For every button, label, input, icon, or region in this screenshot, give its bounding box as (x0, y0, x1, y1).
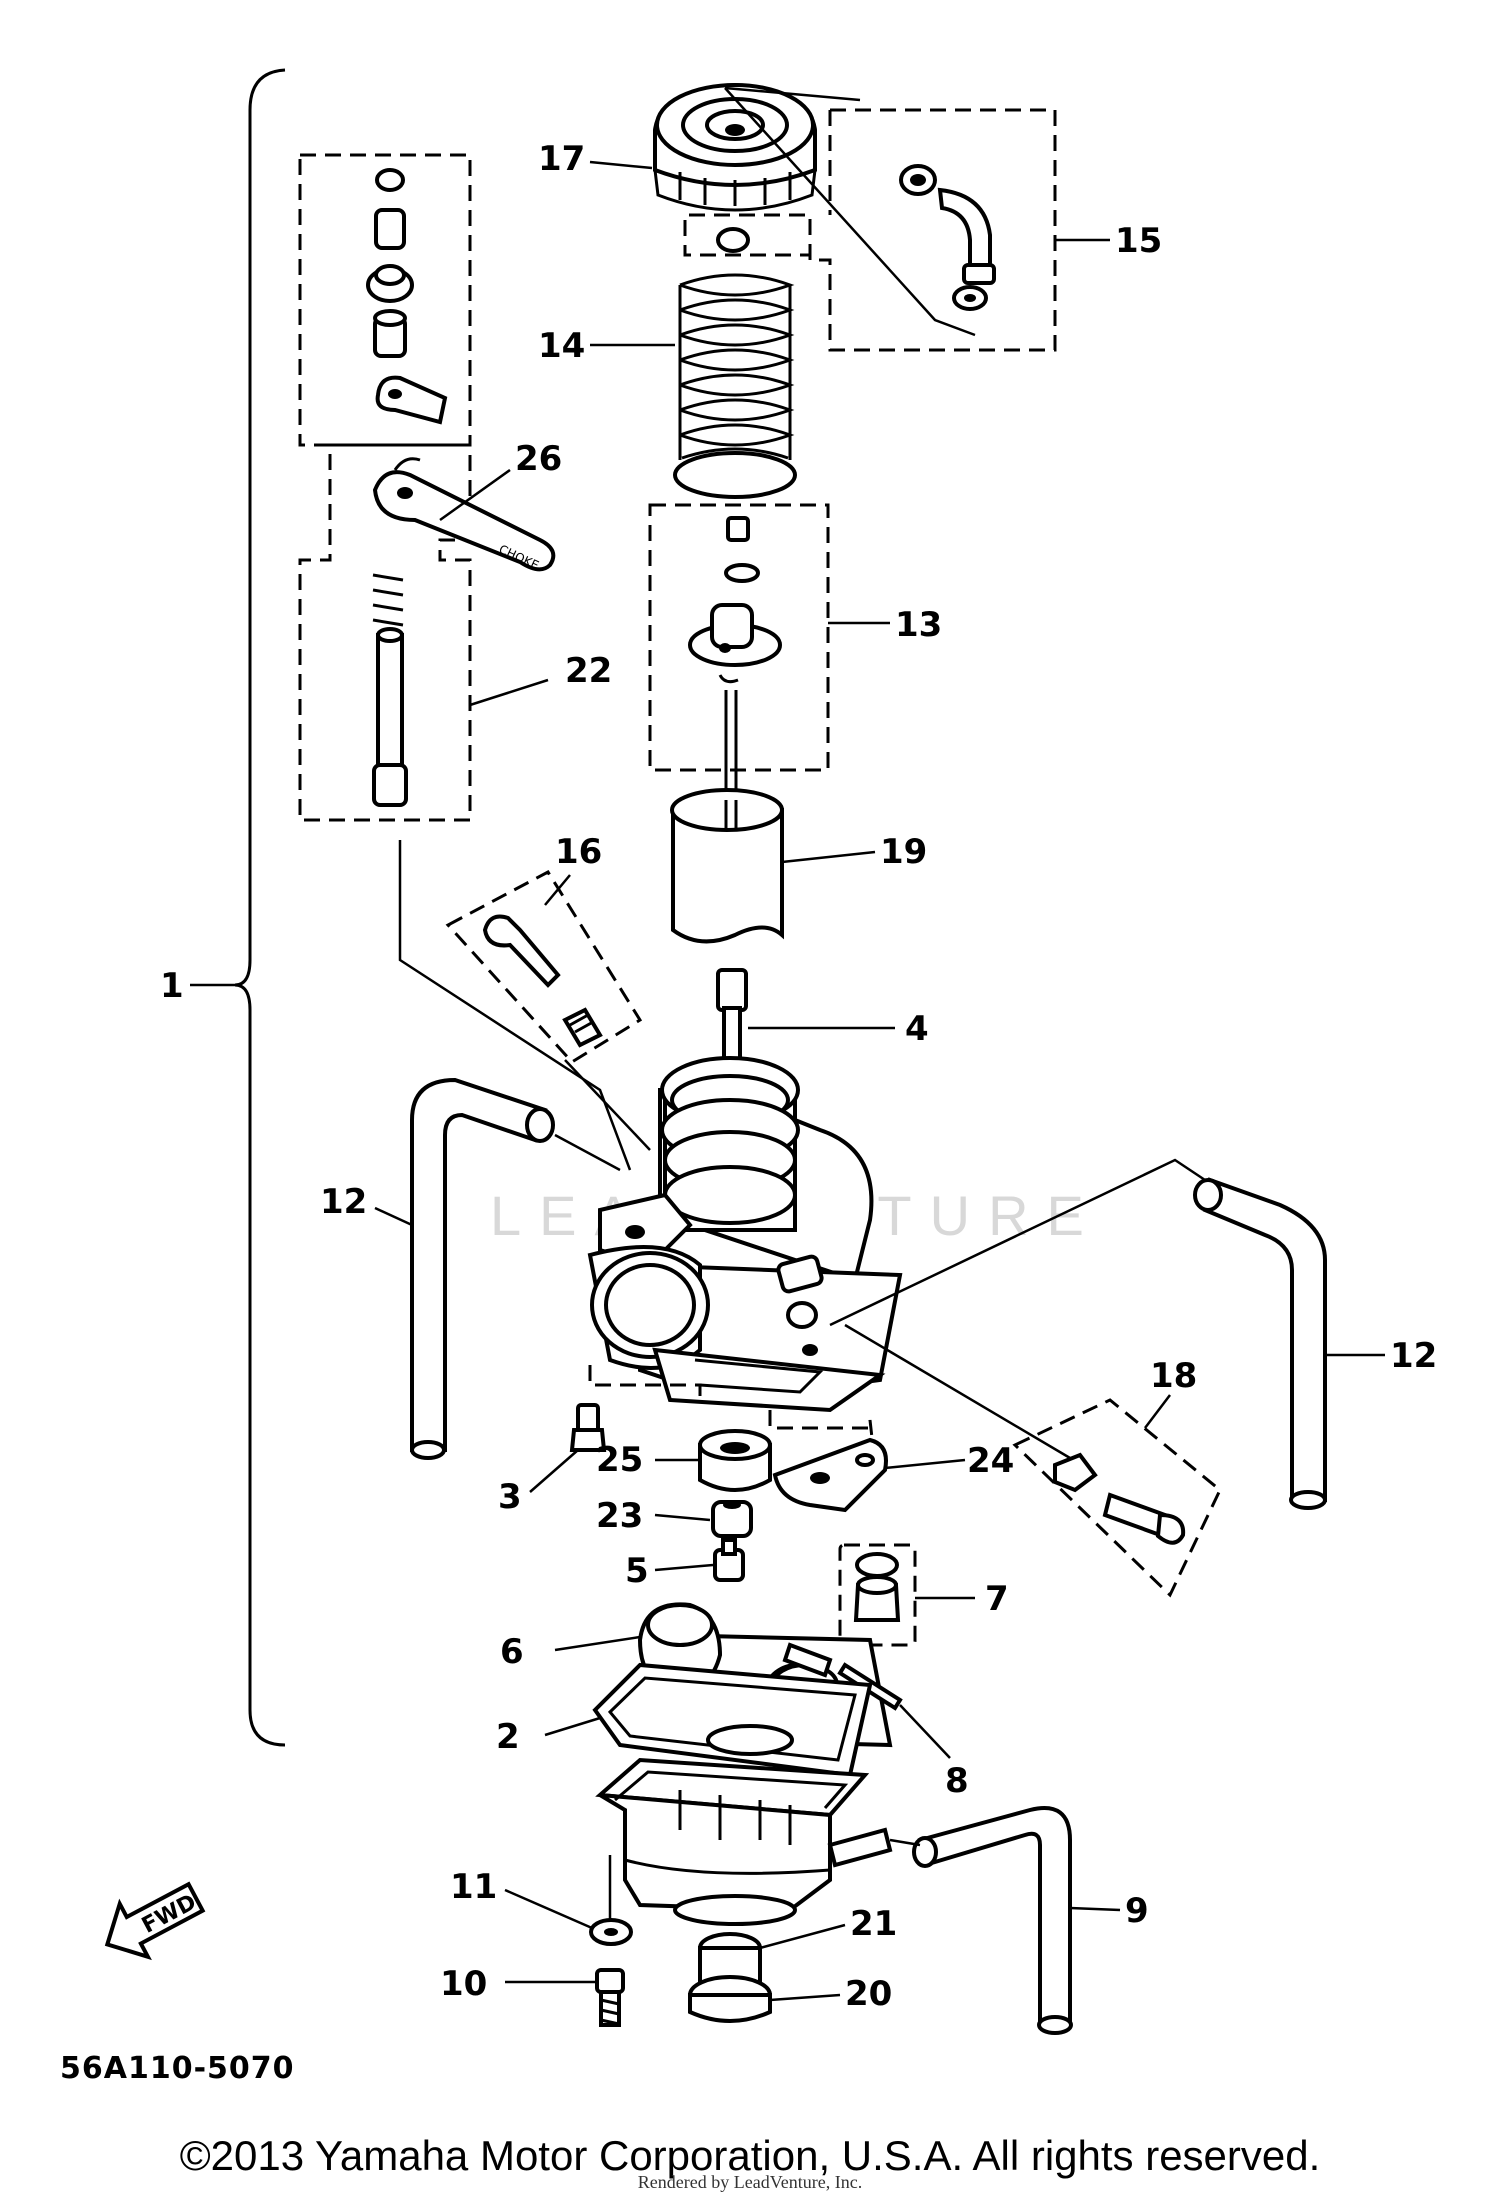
leader-path-plunger (398, 840, 632, 1171)
callout-13: 13 (895, 605, 942, 645)
starter-plunger-cap-part (366, 168, 448, 425)
leader-12-left (374, 1206, 413, 1227)
callout-11: 11 (450, 1867, 497, 1907)
needle-valve-7-part (853, 1552, 901, 1622)
washer-11-part (589, 1918, 633, 1946)
callout-22: 22 (565, 651, 612, 691)
group-box-7 (838, 1543, 917, 1647)
float-bowl-part (595, 1757, 893, 1926)
callout-16: 16 (555, 832, 602, 872)
jet-holder-23-part (711, 1500, 753, 1538)
callout-6: 6 (500, 1632, 524, 1672)
callout-7: 7 (985, 1579, 1009, 1619)
leader-11 (504, 1888, 593, 1930)
callout-9: 9 (1125, 1891, 1149, 1931)
leader-16 (544, 874, 571, 906)
leader-23 (654, 1513, 711, 1522)
copyright-notice: ©2013 Yamaha Motor Corporation, U.S.A. A… (179, 2132, 1321, 2179)
callout-3: 3 (498, 1477, 522, 1517)
leader-19 (781, 850, 876, 864)
screw-3-part (569, 1403, 607, 1452)
callout-19: 19 (880, 832, 927, 872)
leader-21 (759, 1923, 846, 1950)
throttle-stop-screw-part (1053, 1452, 1186, 1545)
leader-2 (544, 1716, 601, 1737)
leader-cable-15 (724, 87, 976, 337)
drain-plug-part (688, 1932, 772, 2023)
assembly-bracket (234, 68, 286, 1747)
leader-18 (1144, 1394, 1171, 1429)
drawing-code: 56A110-5070 (60, 2051, 295, 2086)
gasket-2-part (592, 1662, 873, 1778)
air-vent-hose-left-part (410, 1077, 555, 1460)
group-box-16 (445, 870, 643, 1064)
callout-14: 14 (538, 326, 585, 366)
starter-plunger-part (372, 573, 408, 807)
callout-17: 17 (538, 139, 585, 179)
callout-1: 1 (160, 966, 184, 1006)
group-box-15 (683, 108, 1057, 352)
leader-path-right-hose (829, 1158, 1206, 1327)
leader-9 (1069, 1906, 1121, 1912)
clip-ring-part (716, 227, 750, 253)
leader-22 (469, 678, 549, 707)
callout-20: 20 (845, 1974, 892, 2014)
fwd-arrow-icon: FWD (104, 1881, 206, 1961)
callout-15: 15 (1115, 221, 1162, 261)
callout-4: 4 (905, 1009, 929, 1049)
callout-24: 24 (967, 1441, 1014, 1481)
callout-2: 2 (496, 1717, 520, 1757)
screw-10-part (595, 1968, 625, 2027)
callout-10: 10 (440, 1964, 487, 2004)
drain-hose-9-part (912, 1806, 1073, 2035)
leader-9-connector (889, 1838, 921, 1847)
group-box-upper-left (298, 153, 472, 447)
leader-path-18 (844, 1323, 1071, 1460)
callout-8: 8 (945, 1761, 969, 1801)
elbow-fitting-part (899, 164, 996, 311)
callout-21: 21 (850, 1904, 897, 1944)
jet-needle-part (688, 516, 782, 830)
throttle-valve-part (670, 788, 784, 944)
callout-25: 25 (596, 1440, 643, 1480)
group-box-18 (1012, 1398, 1222, 1598)
leader-26 (439, 468, 511, 522)
leader-6 (554, 1635, 641, 1652)
group-box-13 (648, 503, 830, 772)
leader-path-16 (564, 1059, 651, 1151)
callout-12-right: 12 (1390, 1336, 1437, 1376)
rendered-by-notice: Rendered by LeadVenture, Inc. (637, 2172, 863, 2192)
callout-18: 18 (1150, 1356, 1197, 1396)
throttle-spring-part (673, 273, 797, 499)
leader-5 (654, 1563, 714, 1572)
main-jet-5-part (713, 1538, 745, 1582)
dashed-guides-lower (588, 1365, 877, 1466)
callout-12-left: 12 (320, 1182, 367, 1222)
callout-26: 26 (515, 439, 562, 479)
leader-24 (884, 1458, 966, 1470)
leader-20 (769, 1993, 841, 2002)
plate-24-part (772, 1437, 888, 1513)
leader-path-hose (554, 1133, 621, 1172)
leader-8 (899, 1704, 951, 1759)
leader-17 (589, 160, 653, 170)
carburetor-body-part (587, 1056, 903, 1413)
callout-5: 5 (625, 1551, 649, 1591)
leader-3 (529, 1449, 579, 1493)
leader-cable-15b (724, 86, 861, 102)
starter-jet-part (698, 1429, 772, 1492)
top-cap-part (653, 82, 817, 212)
pilot-air-screw-part (482, 914, 603, 1048)
callout-23: 23 (596, 1496, 643, 1536)
air-vent-hose-right-part (1193, 1177, 1327, 1510)
